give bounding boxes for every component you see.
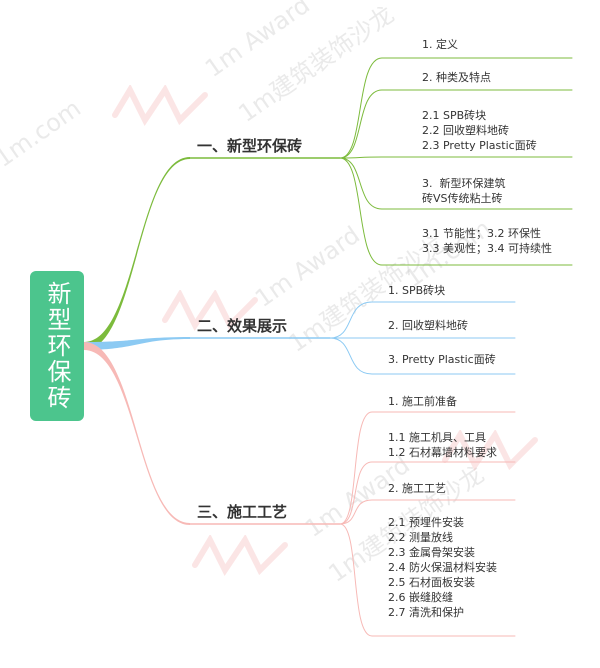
child-connector	[339, 499, 516, 525]
child-node[interactable]: 2.1 预埋件安装 2.2 测量放线 2.3 金属骨架安装 2.4 防火保温材料…	[388, 516, 497, 619]
child-connector	[339, 461, 516, 525]
child-node[interactable]: 2. 施工工艺	[388, 482, 446, 495]
child-connector	[339, 57, 573, 159]
mindmap-root[interactable]: 新型环保砖	[30, 271, 84, 421]
branch-label[interactable]: 一、新型环保砖	[197, 137, 303, 155]
child-node[interactable]: 2. 种类及特点	[422, 71, 491, 84]
child-connector	[339, 411, 516, 525]
child-connector	[339, 89, 573, 159]
child-connector	[339, 523, 516, 637]
child-connector	[329, 301, 516, 339]
branch-label[interactable]: 三、施工工艺	[197, 503, 288, 521]
child-node[interactable]: 2. 回收塑料地砖	[388, 319, 468, 332]
child-node[interactable]: 1.1 施工机具、工具 1.2 石材幕墙材料要求	[388, 431, 497, 459]
child-node[interactable]: 3. Pretty Plastic面砖	[388, 353, 496, 366]
root-connector	[84, 337, 190, 350]
child-node[interactable]: 2.1 SPB砖块 2.2 回收塑料地砖 2.3 Pretty Plastic面…	[422, 109, 537, 152]
child-node[interactable]: 3.1 节能性；3.2 环保性 3.3 美观性；3.4 可持续性	[422, 227, 552, 255]
child-node[interactable]: 1. 施工前准备	[388, 395, 457, 408]
branch-label[interactable]: 二、效果展示	[197, 317, 288, 335]
root-connector	[84, 342, 190, 525]
child-connector	[329, 337, 516, 375]
root-label: 新型环保砖	[43, 281, 71, 411]
child-node[interactable]: 3. 新型环保建筑 砖VS传统粘土砖	[422, 177, 506, 205]
child-connector	[339, 156, 573, 159]
child-node[interactable]: 1. SPB砖块	[388, 284, 446, 297]
child-node[interactable]: 1. 定义	[422, 38, 458, 51]
child-connector	[339, 157, 573, 210]
child-connector	[339, 157, 573, 266]
root-connector	[84, 157, 190, 350]
